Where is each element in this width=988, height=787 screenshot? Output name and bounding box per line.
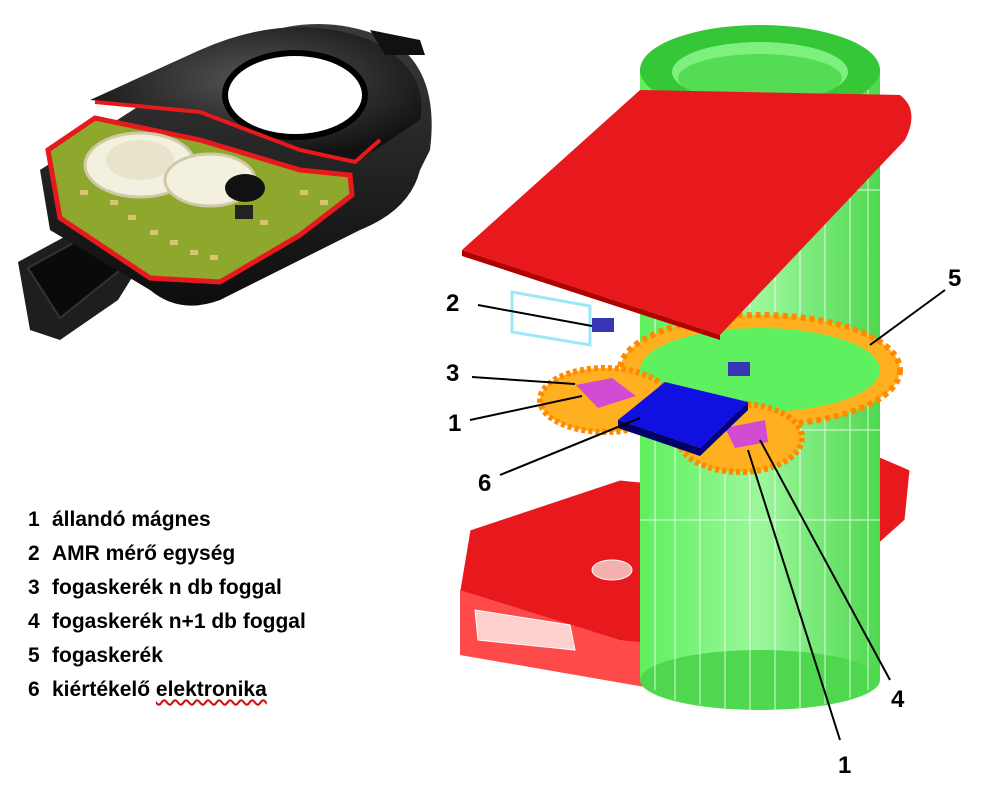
legend-item: 4 fogaskerék n+1 db foggal: [28, 605, 428, 639]
legend-label: AMR mérő egység: [52, 542, 236, 565]
legend-number: 5: [28, 644, 40, 667]
callout-5: 5: [948, 265, 962, 292]
photo-magnet: [225, 174, 265, 202]
callout-1-upper: 1: [448, 410, 462, 437]
ring-hole: [225, 53, 365, 137]
legend-item: 3 fogaskerék n db foggal: [28, 571, 428, 605]
callout-1-lower: 1: [838, 752, 852, 779]
upper-plate: [462, 90, 912, 340]
pcb-components: [80, 190, 328, 260]
photo-chip: [235, 205, 253, 219]
callout-3: 3: [446, 360, 460, 387]
amr-units: [510, 290, 750, 376]
legend-number: 6: [28, 678, 40, 701]
legend-number: 3: [28, 576, 40, 599]
legend-label: fogaskerék n+1 db foggal: [52, 610, 306, 633]
legend: 1 állandó mágnes 2 AMR mérő egység 3 fog…: [28, 503, 428, 707]
leader-lines: [469, 289, 946, 741]
legend-item: 2 AMR mérő egység: [28, 537, 428, 571]
evaluation-chip: [618, 382, 748, 456]
callout-4: 4: [891, 686, 905, 713]
legend-item: 1 állandó mágnes: [28, 503, 428, 537]
legend-item: 5 fogaskerék: [28, 639, 428, 673]
legend-label-underlined: elektronika: [155, 678, 267, 701]
legend-label: fogaskerék n db foggal: [52, 576, 282, 599]
legend-item: 6 kiértékelő elektronika: [28, 673, 428, 707]
legend-number: 4: [28, 610, 40, 633]
legend-label: állandó mágnes: [52, 508, 211, 531]
legend-label: kiértékelő: [52, 678, 151, 701]
legend-number: 1: [28, 508, 40, 531]
callout-6: 6: [478, 470, 492, 497]
legend-number: 2: [28, 542, 40, 565]
legend-label: fogaskerék: [52, 644, 163, 667]
callout-2: 2: [446, 290, 460, 317]
